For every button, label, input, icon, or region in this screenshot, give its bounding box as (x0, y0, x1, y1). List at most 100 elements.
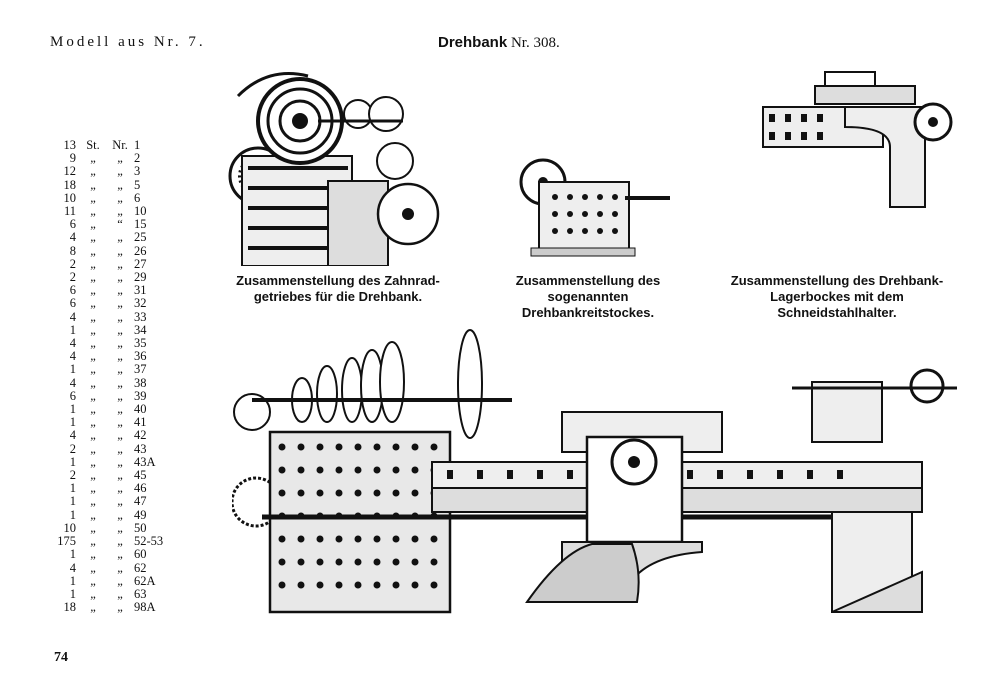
parts-ditto: „ (117, 190, 123, 205)
model-reference: Modell aus Nr. 7. (50, 34, 206, 50)
parts-ditto: „ (117, 309, 123, 324)
parts-list-row: 12„„3 (52, 165, 182, 178)
parts-list-row: 6 „ “ 15 (52, 218, 182, 231)
parts-qty: 12 (63, 164, 77, 179)
parts-list-row: 6„„39 (52, 388, 182, 403)
parts-list-row: 1„„63 (52, 586, 182, 601)
parts-qty: 4 (69, 230, 76, 245)
parts-num: 60 (134, 547, 147, 562)
parts-ditto: „ (90, 534, 96, 549)
caption-bearing-line-2: Lagerbockes mit dem (770, 289, 904, 304)
parts-num: 42 (134, 428, 147, 443)
parts-ditto: „ (117, 560, 123, 575)
parts-qty: 1 (69, 547, 76, 562)
parts-ditto: „ (90, 151, 96, 166)
parts-num: 43 (134, 441, 147, 456)
parts-qty: 6 (69, 283, 76, 298)
lathe-illustration (232, 329, 957, 614)
parts-num: 37 (134, 362, 147, 377)
parts-ditto: „ (90, 217, 96, 232)
parts-qty: 1 (69, 494, 76, 509)
parts-ditto: „ (90, 560, 96, 575)
gear-drive-illustration (228, 72, 440, 266)
parts-list-row: 8„„26 (52, 243, 182, 258)
parts-ditto: „ (90, 190, 96, 205)
parts-list-row: 10„„50 (52, 520, 182, 535)
parts-list-row: 4„„62 (52, 560, 182, 575)
parts-ditto: „ (117, 164, 123, 179)
parts-ditto: „ (90, 573, 96, 588)
parts-list-row: 1„„49 (52, 508, 182, 522)
caption-gear-line-2: getriebes für die Drehbank. (253, 289, 423, 304)
parts-qty: 8 (69, 243, 76, 258)
parts-st-header: St. (86, 138, 100, 152)
parts-num: 2 (134, 151, 141, 166)
caption-gear-drive: Zusammenstellung des Zahnrad- getriebes … (228, 273, 448, 305)
parts-list-row: 6„„32 (52, 297, 182, 310)
caption-bearing-line-1: Zusammenstellung des Drehbank- (730, 273, 944, 288)
parts-ditto: „ (117, 534, 123, 549)
parts-list-row: 1„„62A (52, 573, 182, 588)
parts-list-row: 4„„33 (52, 309, 182, 324)
parts-qty: 4 (69, 560, 76, 575)
parts-ditto: „ (117, 283, 123, 298)
parts-num: 26 (134, 243, 147, 258)
caption-bearing-line-3: Schneidstahlhalter. (777, 305, 897, 320)
parts-num: 52-53 (134, 534, 164, 549)
parts-num: 15 (134, 217, 147, 232)
parts-list-row: 2„„29 (52, 270, 182, 285)
parts-qty: 4 (69, 375, 76, 390)
parts-qty: 1 (69, 573, 76, 588)
parts-qty: 4 (69, 428, 76, 443)
parts-num: 63 (134, 586, 147, 601)
parts-ditto: „ (117, 375, 123, 390)
parts-ditto: “ (117, 217, 123, 232)
tailstock-illustration (519, 158, 670, 257)
parts-ditto: „ (117, 547, 123, 562)
parts-ditto: „ (117, 428, 123, 443)
parts-num: 29 (134, 270, 147, 285)
page-number: 74 (54, 650, 68, 665)
parts-num: 1 (134, 138, 141, 152)
parts-list-row: 4„„36 (52, 350, 182, 363)
parts-ditto: „ (90, 283, 96, 298)
parts-ditto: „ (90, 164, 96, 179)
parts-num: 5 (134, 177, 141, 192)
parts-ditto: „ (90, 586, 96, 601)
parts-qty: 10 (63, 190, 77, 205)
parts-num: 36 (134, 349, 147, 364)
parts-qty: 9 (69, 151, 76, 166)
parts-ditto: „ (117, 586, 123, 601)
parts-qty: 18 (63, 600, 77, 615)
parts-num: 35 (134, 336, 147, 351)
page-title-number: Nr. 308. (510, 35, 560, 51)
parts-list-row: 1„„34 (52, 323, 182, 337)
parts-num: 27 (134, 256, 147, 271)
caption-tailstock-line-1: Zusammenstellung des (515, 273, 661, 288)
parts-qty: 13 (63, 138, 77, 152)
parts-list-row: 4„„42 (52, 429, 182, 442)
parts-list-row: 6„„31 (52, 284, 182, 297)
parts-ditto: „ (90, 520, 96, 535)
parts-num: 39 (134, 388, 147, 403)
parts-list-row: 2„„27 (52, 256, 182, 271)
parts-qty: 2 (69, 270, 76, 285)
parts-list-row: 1„„40 (52, 402, 182, 417)
parts-qty: 4 (69, 336, 76, 351)
parts-ditto: „ (90, 309, 96, 324)
parts-qty: 1 (69, 362, 76, 377)
parts-list-row: 4„„35 (52, 336, 182, 351)
parts-qty: 1 (69, 402, 76, 417)
parts-list-row: 175„„52-53 (52, 534, 182, 549)
parts-qty: 2 (69, 256, 76, 271)
parts-qty: 1 (69, 454, 76, 469)
parts-qty: 18 (63, 177, 77, 192)
parts-ditto: „ (117, 243, 123, 258)
parts-ditto: „ (117, 256, 123, 271)
parts-ditto: „ (117, 230, 123, 245)
parts-ditto: „ (117, 468, 123, 483)
parts-num: 6 (134, 190, 141, 205)
parts-qty: 6 (69, 217, 76, 232)
parts-ditto: „ (90, 296, 96, 311)
